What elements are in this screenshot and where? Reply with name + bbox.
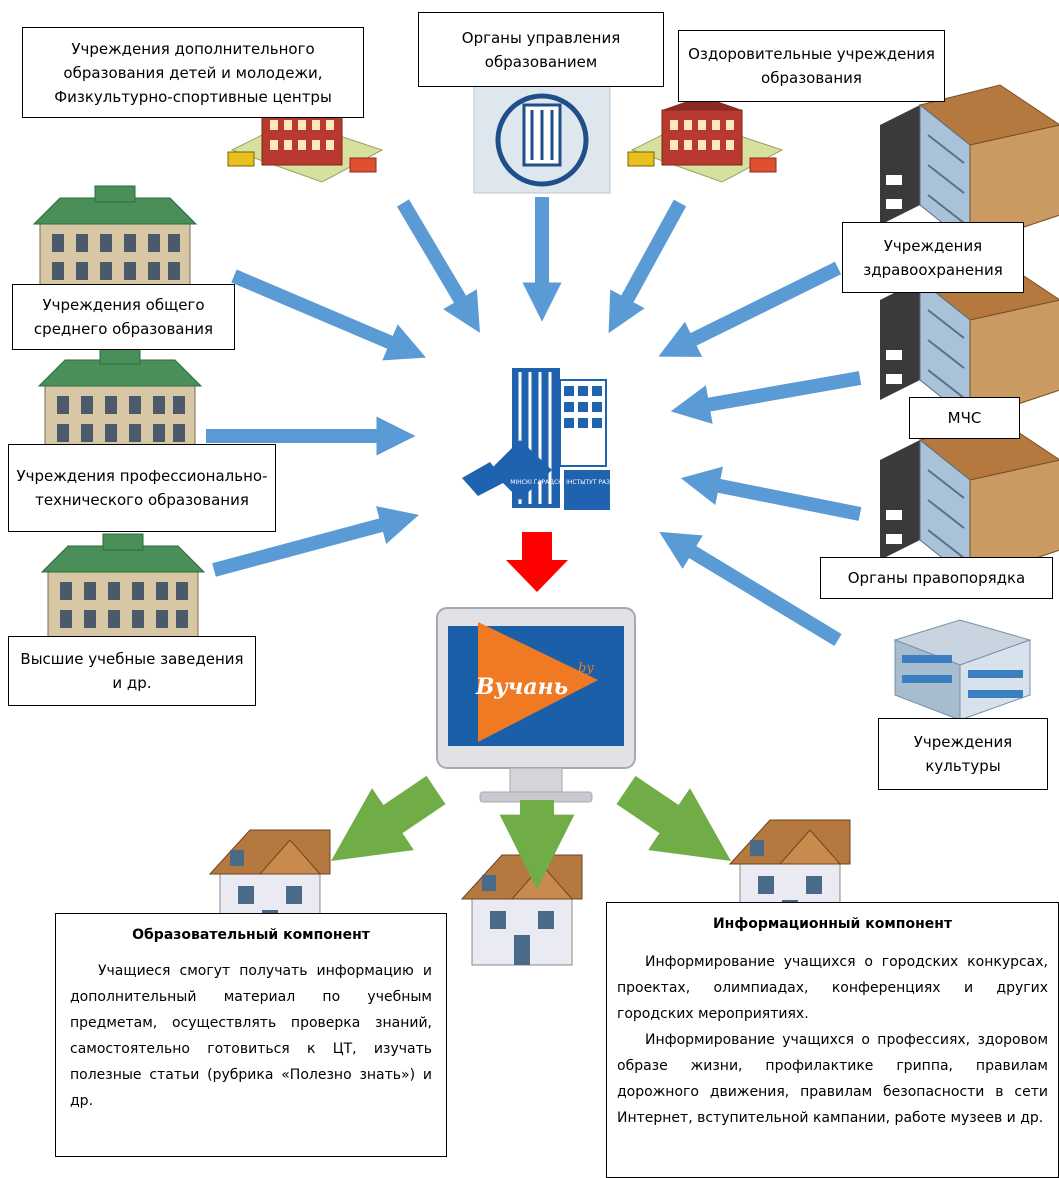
educational-component-body: Учащиеся смогут получать информацию и до… <box>70 963 432 1109</box>
educational-component-panel: Образовательный компонент Учащиеся смогу… <box>55 913 447 1157</box>
source-health-education: Оздоровительные учреждения образования <box>678 30 945 102</box>
arrow-to-educational <box>331 775 446 861</box>
arrow-extra-education <box>396 199 480 333</box>
educational-component-title: Образовательный компонент <box>132 927 370 943</box>
arrow-general-secondary <box>231 269 427 361</box>
source-emergency: МЧС <box>909 397 1020 439</box>
arrow-health-education <box>608 199 687 334</box>
source-education-authorities: Органы управления образованием <box>418 12 664 87</box>
arrow-higher-education <box>212 506 419 577</box>
arrow-culture <box>659 531 842 646</box>
source-vocational: Учреждения профессионально-технического … <box>8 444 276 532</box>
informational-component-panel: Информационный компонент Информирование … <box>606 902 1059 1178</box>
source-culture: Учреждения культуры <box>878 718 1048 790</box>
institute-logo-text: МІНСКІ ГАРАДСКІ ІНСТЫТУТ РАЗВІЦЦЯ АДУКАЦ… <box>510 479 664 486</box>
informational-component-body-1: Информирование учащихся о городских конк… <box>617 954 1048 1022</box>
arrow-law-enforcement <box>680 466 862 521</box>
culture-building-icon <box>893 619 1032 721</box>
source-general-secondary: Учреждения общего среднего образования <box>12 284 235 350</box>
source-law-enforcement: Органы правопорядка <box>820 557 1053 599</box>
arrow-healthcare <box>658 261 842 357</box>
informational-component-title: Информационный компонент <box>712 916 953 932</box>
source-extra-education: Учреждения дополнительного образования д… <box>22 27 364 118</box>
source-healthcare: Учреждения здравоохранения <box>842 222 1024 293</box>
portal-logo-suffix: by <box>578 661 594 676</box>
monitor-icon <box>436 607 636 803</box>
arrow-to-informational <box>616 775 731 861</box>
arrow-emergency <box>670 371 862 424</box>
arrow-to-portal <box>506 532 568 592</box>
informational-component-body-2: Информирование учащихся о профессиях, зд… <box>617 1032 1048 1126</box>
institute-logo-icon <box>462 368 610 510</box>
source-higher-education: Высшие учебные заведения и др. <box>8 636 256 706</box>
portal-logo-text: Вучань <box>475 674 568 700</box>
